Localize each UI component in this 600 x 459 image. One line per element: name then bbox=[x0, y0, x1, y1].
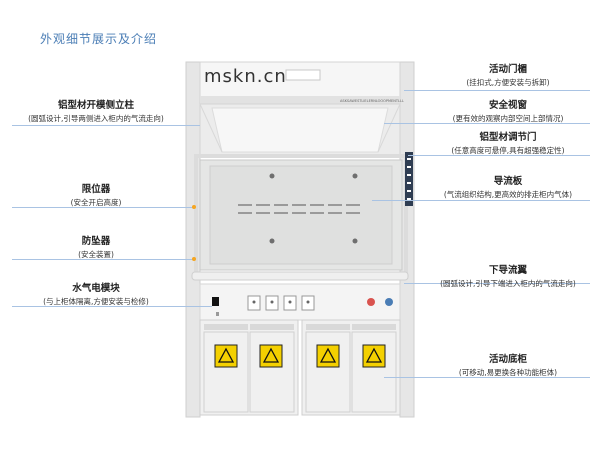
baffle-slots bbox=[238, 204, 360, 214]
page-title: 外观细节展示及介绍 bbox=[40, 32, 158, 46]
callout-safety-window: 安全视窗 (更有效的观察内部空间上部情况) bbox=[452, 100, 564, 123]
lower-airfoil bbox=[191, 271, 409, 281]
tap-knob-icons bbox=[367, 298, 393, 306]
baffle-screws bbox=[269, 173, 358, 244]
line-left-1 bbox=[12, 125, 200, 126]
model-plate-strip bbox=[200, 96, 400, 104]
brand-logo: mskn.cn bbox=[204, 66, 287, 87]
limiter-marker bbox=[192, 205, 196, 209]
line-right-1 bbox=[404, 90, 590, 91]
line-left-3 bbox=[12, 259, 194, 260]
callout-lower-airfoil: 下导流翼 (圆弧设计,引导下端进入柜内的气流走向) bbox=[440, 265, 576, 288]
line-right-2 bbox=[384, 123, 590, 124]
upper-interior-back bbox=[211, 107, 389, 153]
switch-icon bbox=[212, 297, 219, 306]
callout-utility-module: 水气电模块 (与上柜体隔离,方便安装与检修) bbox=[43, 283, 149, 306]
callout-baffle: 导流板 (气流组织结构,更高效的排走柜内气体) bbox=[443, 176, 573, 199]
callout-limiter: 限位器 (安全开启高度) bbox=[70, 184, 122, 207]
model-plate-text: ASKSAWESTLIELERNLOOOPMENTLLL bbox=[340, 99, 404, 103]
hazard-warning-icons bbox=[214, 344, 386, 368]
baffle-panel bbox=[209, 165, 393, 265]
line-right-3 bbox=[408, 155, 590, 156]
callout-anti-fall: 防坠器 (安全装置) bbox=[78, 236, 114, 259]
callout-side-column: 铝型材开模侧立柱 (圆弧设计,引导两侧进入柜内的气流走向) bbox=[28, 100, 164, 123]
line-right-4 bbox=[372, 200, 590, 201]
top-header-panel bbox=[199, 61, 401, 103]
line-left-4 bbox=[12, 306, 212, 307]
callout-movable-lintel: 活动门楣 (挂扣式,方便安装与拆卸) bbox=[466, 64, 550, 87]
line-right-5 bbox=[404, 283, 590, 284]
line-right-6 bbox=[384, 377, 590, 378]
control-panel-strip bbox=[405, 152, 413, 206]
callout-sash-door: 铝型材调节门 (任意高度可悬停,具有超强稳定性) bbox=[451, 132, 565, 155]
callout-base-cabinet: 活动底柜 (可移动,易更换各种功能柜体) bbox=[458, 354, 558, 377]
line-left-2 bbox=[12, 207, 194, 208]
header-handle bbox=[285, 69, 321, 81]
anti-fall-marker bbox=[192, 257, 196, 261]
utility-module-panel bbox=[199, 283, 401, 321]
